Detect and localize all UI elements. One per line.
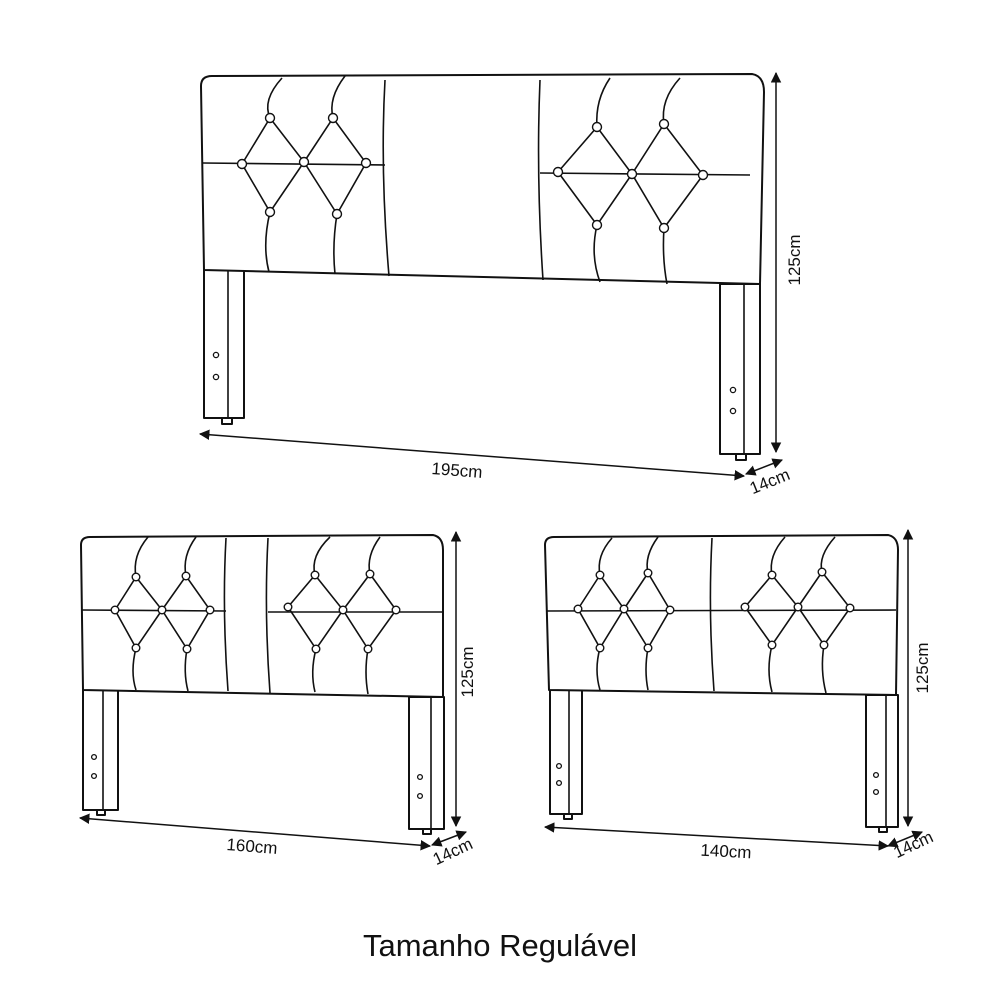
headboard-140cm: 140cm 125cm 14cm bbox=[543, 528, 937, 863]
height-label: 125cm bbox=[785, 234, 804, 285]
width-label: 195cm bbox=[431, 459, 483, 482]
width-dimension-line bbox=[78, 813, 432, 851]
left-leg bbox=[82, 689, 119, 816]
width-dimension-line bbox=[543, 822, 890, 851]
height-label: 125cm bbox=[458, 646, 477, 697]
caption-adjustable-size: Tamanho Regulável bbox=[362, 928, 637, 963]
right-leg bbox=[719, 283, 761, 461]
left-leg bbox=[203, 269, 245, 425]
headboard-160cm: 160cm 125cm 14cm bbox=[78, 530, 477, 869]
tuft-buttons bbox=[110, 569, 401, 654]
upholstered-panel bbox=[544, 534, 899, 696]
depth-dimension-line bbox=[887, 830, 923, 848]
depth-label: 14cm bbox=[430, 834, 476, 869]
depth-dimension-line bbox=[745, 458, 783, 476]
depth-label: 14cm bbox=[747, 465, 793, 498]
height-label: 125cm bbox=[913, 642, 932, 693]
width-label: 160cm bbox=[226, 835, 278, 858]
headboard-195cm: 195cm 125cm 14cm bbox=[198, 71, 804, 498]
left-leg bbox=[549, 689, 583, 820]
upholstered-panel bbox=[80, 534, 444, 698]
tuft-buttons bbox=[573, 567, 855, 653]
tuft-buttons bbox=[236, 112, 709, 234]
depth-dimension-line bbox=[431, 830, 467, 847]
right-leg bbox=[865, 694, 899, 833]
width-dimension-line bbox=[198, 429, 746, 481]
right-leg bbox=[408, 696, 445, 835]
width-label: 140cm bbox=[700, 841, 752, 863]
depth-label: 14cm bbox=[891, 827, 937, 862]
upholstered-panel bbox=[200, 73, 765, 285]
